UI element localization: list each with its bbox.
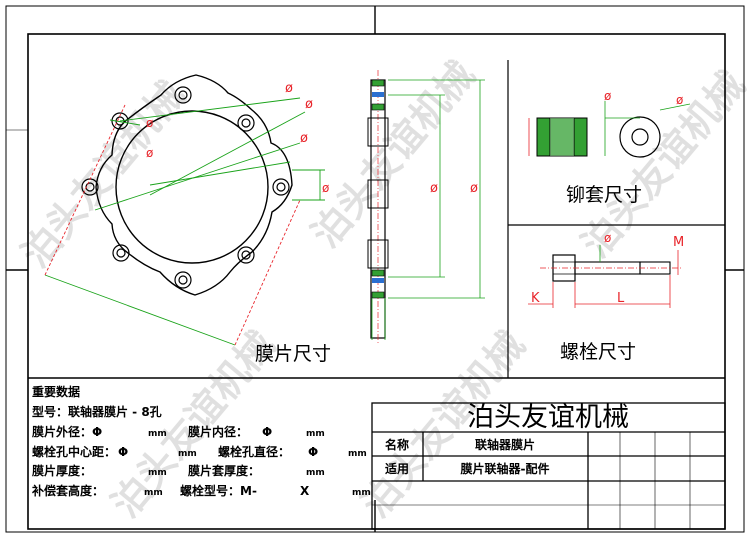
spec-outer-dia-phi: Φ bbox=[92, 425, 102, 439]
dim-k: K bbox=[531, 291, 540, 306]
spec-comp-sleeve-unit: mm bbox=[144, 488, 163, 498]
diaphragm-front-view: ø ø ø ø ø ø 膜片尺寸 bbox=[44, 74, 331, 365]
dim-phi-side-2: ø bbox=[470, 181, 478, 196]
spec-comp-sleeve-label: 补偿套高度： bbox=[31, 483, 104, 498]
view-label-rivet-sleeve: 铆套尺寸 bbox=[566, 184, 642, 206]
diaphragm-outer-dia-lines bbox=[44, 104, 301, 346]
dim-phi-bolt: ø bbox=[604, 231, 611, 245]
svg-text:泊头友谊机械: 泊头友谊机械 bbox=[13, 73, 193, 276]
spec-inner-dia-label: 膜片内径： bbox=[188, 424, 248, 439]
rivet-sleeve-view: ø ø 铆套尺寸 bbox=[528, 89, 691, 206]
diaphragm-side-view: ø ø bbox=[367, 70, 485, 345]
dim-l: L bbox=[617, 291, 625, 306]
svg-text:泊头友谊机械: 泊头友谊机械 bbox=[573, 63, 750, 266]
spec-outer-dia-label: 膜片外径： bbox=[32, 424, 92, 439]
dim-phi-5: ø bbox=[146, 146, 153, 160]
spec-bolt-hole-phi: Φ bbox=[308, 445, 318, 459]
spec-bolt-unit: mm bbox=[352, 488, 371, 498]
bolt-view: ø K L M 螺栓尺寸 bbox=[528, 231, 684, 363]
view-label-diaphragm: 膜片尺寸 bbox=[255, 343, 331, 365]
svg-text:泊头友谊机械: 泊头友谊机械 bbox=[303, 53, 483, 256]
dim-phi-sleeve-2: ø bbox=[676, 93, 683, 107]
dim-phi-1: ø bbox=[285, 81, 293, 96]
spec-bolt-pcd-label: 螺栓孔中心距： bbox=[32, 444, 116, 459]
dim-phi-2: ø bbox=[305, 97, 313, 112]
dim-phi-3: ø bbox=[300, 131, 308, 146]
spec-bolt-model-label: 螺栓型号：M- bbox=[180, 483, 257, 498]
spec-stack-label: 膜片套厚度： bbox=[188, 463, 260, 478]
spec-thickness-unit: mm bbox=[148, 468, 167, 478]
bolt-holes bbox=[81, 86, 290, 289]
spec-bolt-hole-label: 螺栓孔直径： bbox=[218, 444, 290, 459]
spec-block: 重要数据 型号：联轴器膜片 - 8孔 膜片外径： Φ mm 膜片内径： Φ mm… bbox=[28, 377, 725, 498]
dim-phi-side-1: ø bbox=[430, 181, 438, 196]
company-name: 泊头友谊机械 bbox=[467, 402, 629, 433]
spec-inner-dia-unit: mm bbox=[306, 429, 325, 439]
spec-heading: 重要数据 bbox=[32, 384, 80, 399]
dim-phi-sleeve-1: ø bbox=[604, 89, 611, 103]
spec-stack-unit: mm bbox=[306, 468, 325, 478]
diaphragm-inner-bore bbox=[115, 110, 269, 264]
title-block: 泊头友谊机械 名称 联轴器膜片 适用 膜片联轴器-配件 bbox=[371, 402, 726, 530]
diaphragm-dimension-leaders bbox=[44, 97, 325, 346]
spec-bolt-pcd-unit: mm bbox=[178, 449, 197, 459]
spec-inner-dia-phi: Φ bbox=[262, 425, 272, 439]
name-value: 联轴器膜片 bbox=[475, 437, 535, 452]
dim-phi-6: ø bbox=[322, 181, 329, 195]
spec-bolt-x: X bbox=[300, 484, 310, 498]
view-label-bolt: 螺栓尺寸 bbox=[560, 341, 636, 363]
use-value: 膜片联轴器-配件 bbox=[461, 461, 550, 476]
spec-bolt-pcd-phi: Φ bbox=[118, 445, 128, 459]
spec-outer-dia-unit: mm bbox=[148, 429, 167, 439]
spec-model: 型号：联轴器膜片 - 8孔 bbox=[32, 404, 162, 419]
use-label: 适用 bbox=[385, 461, 409, 476]
name-label: 名称 bbox=[385, 437, 409, 452]
dim-m: M bbox=[673, 235, 684, 250]
dim-phi-4: ø bbox=[146, 116, 153, 130]
diaphragm-outline bbox=[95, 74, 293, 296]
view-dividers bbox=[507, 60, 725, 378]
spec-thickness-label: 膜片厚度： bbox=[32, 463, 92, 478]
spec-bolt-hole-unit: mm bbox=[348, 449, 367, 459]
